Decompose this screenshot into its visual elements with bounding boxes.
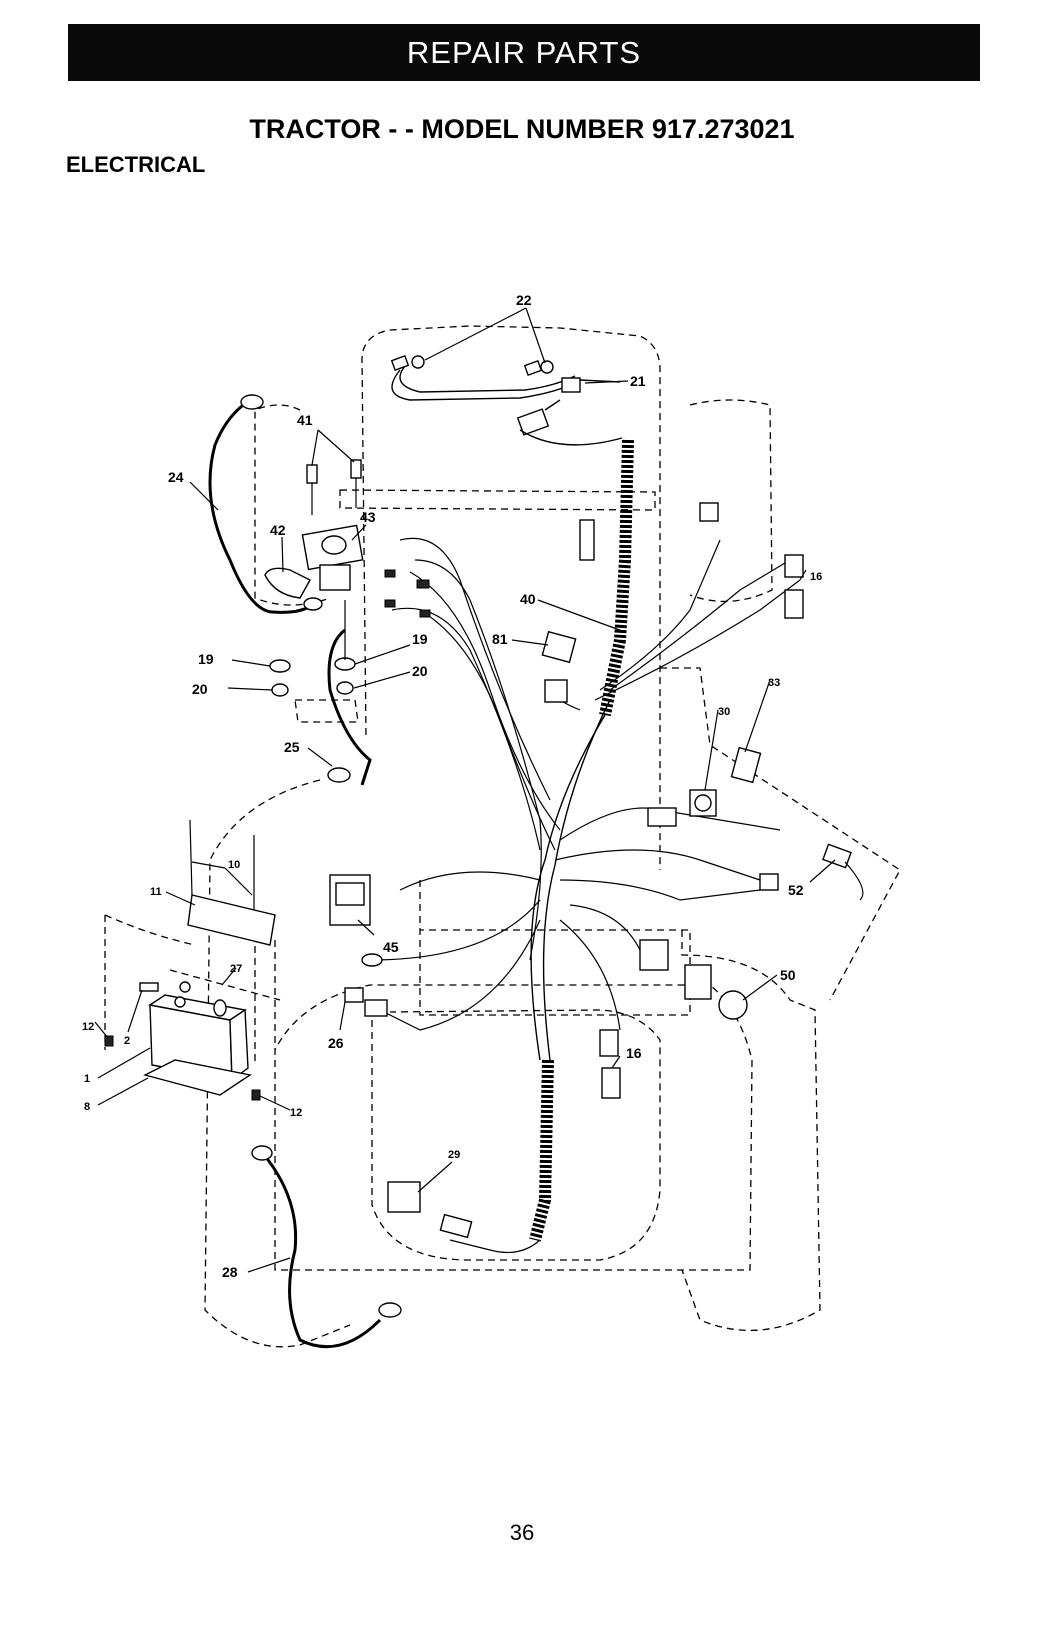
callout-28: 28 [222, 1264, 238, 1280]
callout-25: 25 [284, 739, 300, 755]
callout-27: 27 [230, 963, 242, 975]
battery-assembly [105, 820, 275, 1100]
callout-12-left: 12 [82, 1021, 94, 1033]
callout-24: 24 [168, 469, 184, 485]
callout-30: 30 [718, 706, 730, 718]
main-wiring-harness [370, 538, 800, 1252]
callout-26: 26 [328, 1035, 344, 1051]
callout-10: 10 [228, 859, 240, 871]
callout-20-right: 20 [412, 663, 428, 679]
callout-22: 22 [516, 292, 532, 308]
ignition-switch [648, 748, 761, 826]
light-switch [685, 965, 747, 1019]
callout-20-left: 20 [192, 681, 208, 697]
callout-40: 40 [520, 591, 536, 607]
callout-19-left: 19 [198, 651, 214, 667]
ammeter-and-plugs [330, 844, 863, 970]
headlight-harness [392, 356, 622, 445]
tractor-outline [105, 326, 900, 1347]
callout-50: 50 [780, 967, 796, 983]
callout-42: 42 [270, 522, 286, 538]
callout-81: 81 [492, 631, 508, 647]
callout-12-right: 12 [290, 1107, 302, 1119]
callout-16-upper: 16 [810, 571, 822, 583]
callout-8: 8 [84, 1101, 90, 1113]
callout-1: 1 [84, 1073, 90, 1085]
callout-labels: 22 21 41 24 42 43 40 16 19 81 19 20 20 3… [82, 292, 822, 1280]
callout-21: 21 [630, 373, 646, 389]
starter-solenoid [265, 460, 363, 696]
callout-29: 29 [448, 1149, 460, 1161]
callout-19-right: 19 [412, 631, 428, 647]
callout-45: 45 [383, 939, 399, 955]
page-number: 36 [0, 1520, 1044, 1546]
callout-43: 43 [360, 509, 376, 525]
callout-leaders [95, 308, 835, 1272]
callout-52: 52 [788, 882, 804, 898]
callout-33: 33 [768, 677, 780, 689]
callout-2: 2 [124, 1035, 130, 1047]
callout-16-lower: 16 [626, 1045, 642, 1061]
callout-11: 11 [150, 886, 162, 898]
seat-and-pto-connectors [345, 988, 620, 1237]
callout-41: 41 [297, 412, 313, 428]
relay-and-connectors [385, 503, 803, 702]
